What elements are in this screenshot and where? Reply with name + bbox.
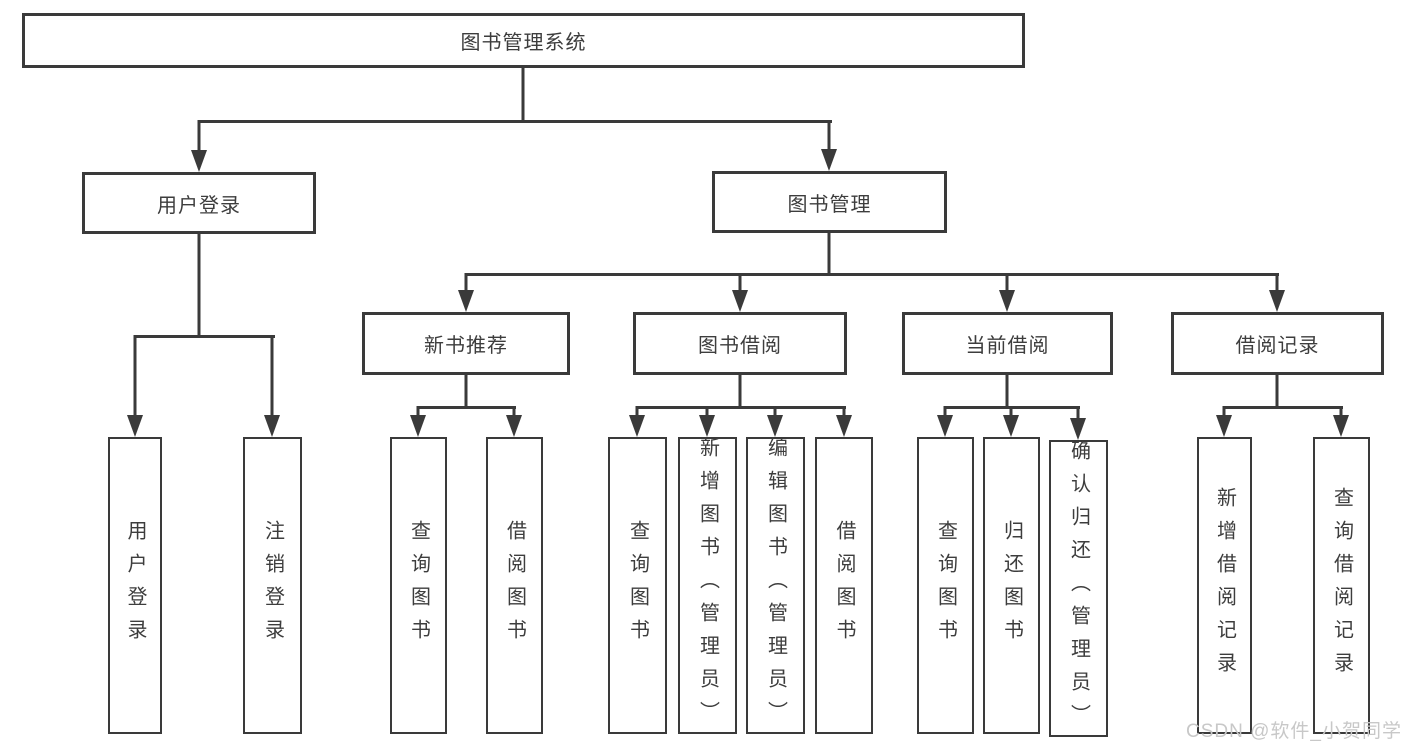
arrowhead	[506, 415, 522, 437]
line-segment	[198, 120, 832, 123]
leaf-borrow-books-recommend: 借阅图书	[486, 437, 543, 734]
arrowhead	[732, 290, 748, 312]
node-label: 用户登录	[157, 194, 241, 217]
arrowhead	[1070, 418, 1086, 440]
line-segment	[465, 273, 1279, 276]
arrowhead	[821, 149, 837, 171]
arrowhead	[699, 415, 715, 437]
node-label: 新增借阅记录	[1213, 486, 1236, 685]
line-segment	[636, 406, 846, 409]
line-segment	[197, 120, 201, 150]
line-segment	[705, 406, 709, 415]
line-segment	[738, 375, 742, 406]
node-current-borrowing: 当前借阅	[902, 312, 1113, 375]
line-segment	[521, 68, 525, 120]
leaf-return-books: 归还图书	[983, 437, 1040, 734]
leaf-borrow-books: 借阅图书	[815, 437, 873, 734]
node-new-book-recommend: 新书推荐	[362, 312, 570, 375]
leaf-confirm-return-admin: 确认归还（管理员）	[1049, 440, 1108, 737]
node-label: 图书管理系统	[460, 32, 587, 54]
arrowhead	[264, 415, 280, 437]
line-segment	[270, 335, 274, 415]
arrowhead	[1003, 415, 1019, 437]
node-label: 当前借阅	[965, 335, 1050, 357]
node-label: 查询图书	[626, 519, 649, 652]
arrowhead	[1216, 415, 1232, 437]
line-segment	[1275, 273, 1279, 290]
arrowhead	[999, 290, 1015, 312]
arrowhead	[1333, 415, 1349, 437]
line-segment	[1009, 406, 1013, 415]
node-borrowing-records: 借阅记录	[1171, 312, 1384, 375]
line-segment	[512, 406, 516, 415]
leaf-user-login: 用户登录	[108, 437, 162, 734]
arrowhead	[767, 415, 783, 437]
node-book-borrowing: 图书借阅	[633, 312, 847, 375]
node-label: 确认归还（管理员）	[1067, 440, 1090, 737]
arrowhead	[1269, 290, 1285, 312]
node-label: 查询图书	[934, 519, 957, 652]
line-segment	[773, 406, 777, 415]
node-label: 图书管理	[787, 193, 872, 216]
line-segment	[738, 273, 742, 290]
line-segment	[1275, 375, 1279, 406]
node-label: 图书借阅	[698, 335, 782, 357]
line-segment	[134, 335, 275, 338]
line-segment	[464, 273, 468, 290]
arrowhead	[836, 415, 852, 437]
line-segment	[1339, 406, 1343, 415]
line-segment	[827, 233, 831, 273]
arrowhead	[410, 415, 426, 437]
line-segment	[1005, 273, 1009, 290]
leaf-query-books-borrowing: 查询图书	[608, 437, 667, 734]
arrowhead	[127, 415, 143, 437]
node-label: 注销登录	[261, 519, 284, 652]
leaf-add-borrow-record: 新增借阅记录	[1197, 437, 1252, 734]
node-label: 归还图书	[1000, 519, 1023, 652]
arrowhead	[629, 415, 645, 437]
leaf-query-books-recommend: 查询图书	[390, 437, 447, 734]
arrowhead	[458, 290, 474, 312]
line-segment	[635, 406, 639, 415]
leaf-query-books-current: 查询图书	[917, 437, 974, 734]
line-segment	[1223, 406, 1343, 409]
node-label: 查询借阅记录	[1330, 486, 1353, 685]
line-segment	[1222, 406, 1226, 415]
node-library-system: 图书管理系统	[22, 13, 1025, 68]
leaf-logout: 注销登录	[243, 437, 302, 734]
node-label: 新增图书（管理员）	[696, 437, 719, 734]
line-segment	[842, 406, 846, 415]
node-label: 新书推荐	[424, 335, 508, 357]
node-label: 用户登录	[124, 519, 146, 652]
line-segment	[464, 375, 468, 406]
leaf-edit-books-admin: 编辑图书（管理员）	[746, 437, 805, 734]
line-segment	[827, 120, 831, 150]
node-label: 借阅图书	[503, 519, 526, 652]
node-label: 查询图书	[407, 519, 430, 652]
line-segment	[1005, 375, 1009, 406]
arrowhead	[191, 150, 207, 172]
node-label: 借阅图书	[833, 519, 855, 652]
node-user-login: 用户登录	[82, 172, 316, 234]
line-segment	[416, 406, 420, 415]
line-segment	[197, 234, 201, 335]
line-segment	[417, 406, 516, 409]
line-segment	[1076, 406, 1080, 418]
node-book-management: 图书管理	[712, 171, 947, 233]
line-segment	[943, 406, 947, 415]
node-label: 借阅记录	[1235, 335, 1320, 357]
leaf-query-borrow-record: 查询借阅记录	[1313, 437, 1370, 734]
csdn-watermark: CSDN @软件_小贺同学	[1186, 721, 1402, 742]
node-label: 编辑图书（管理员）	[764, 437, 787, 734]
line-segment	[133, 335, 137, 415]
leaf-add-books-admin: 新增图书（管理员）	[678, 437, 737, 734]
arrowhead	[937, 415, 953, 437]
